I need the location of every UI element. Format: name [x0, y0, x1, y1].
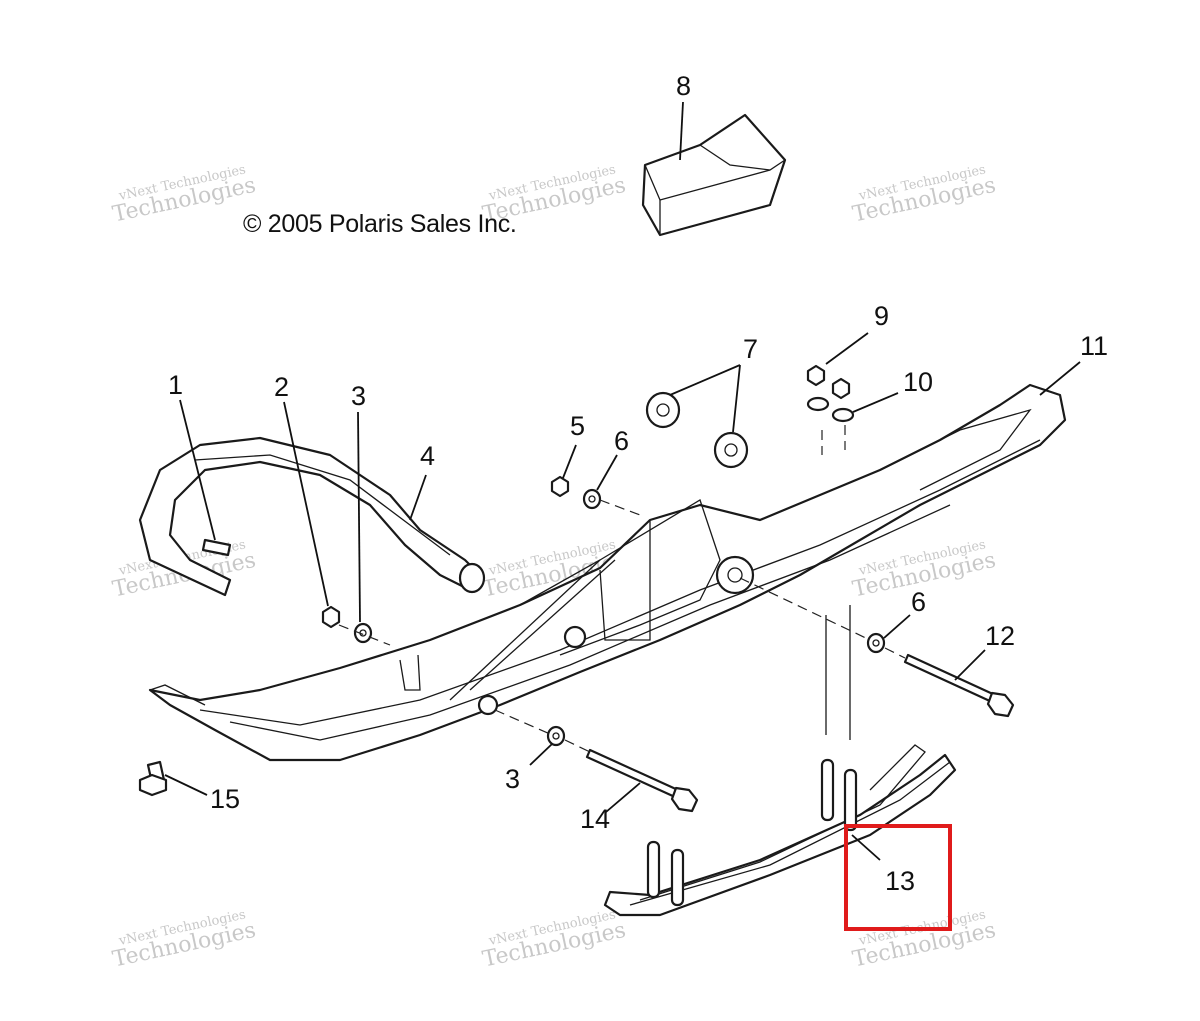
watermark-9: vNext Technologies Technologies — [850, 907, 998, 972]
callout-3-top: 3 — [351, 381, 366, 411]
callout-5: 5 — [570, 411, 585, 441]
watermark-7: vNext Technologies Technologies — [110, 907, 258, 972]
part-8-handle-block — [641, 113, 787, 237]
part-11-ski-body — [148, 383, 1067, 762]
part-3-washer-bottom — [546, 725, 566, 747]
part-12-bolt — [903, 653, 1015, 718]
callout-9: 9 — [874, 301, 889, 331]
callout-15: 15 — [210, 784, 240, 814]
part-15-bolt — [138, 760, 168, 797]
leader-lines — [164, 101, 1081, 861]
callout-6-right: 6 — [911, 587, 926, 617]
callout-3-bottom: 3 — [505, 764, 520, 794]
part-10-washers — [806, 396, 855, 423]
part-5-nut — [550, 475, 570, 498]
copyright-notice: © 2005 Polaris Sales Inc. — [243, 210, 517, 238]
part-9-nuts — [806, 364, 851, 400]
part-2-nut — [321, 605, 341, 629]
watermark-3: vNext Technologies Technologies — [850, 162, 998, 227]
watermark-1: vNext Technologies Technologies — [110, 162, 258, 227]
part-1-clip — [201, 538, 232, 557]
callout-13: 13 — [885, 866, 915, 896]
part-7-bushings — [645, 391, 749, 469]
callout-7: 7 — [743, 334, 758, 364]
part-13-carbide-runner — [603, 744, 957, 917]
callout-14: 14 — [580, 804, 610, 834]
callout-12: 12 — [985, 621, 1015, 651]
part-3-washer-top — [353, 622, 373, 644]
callout-4: 4 — [420, 441, 435, 471]
callout-8: 8 — [676, 71, 691, 101]
callout-10: 10 — [903, 367, 933, 397]
highlight-box-part-13[interactable] — [844, 824, 952, 931]
callout-2: 2 — [274, 372, 289, 402]
assembly-lines — [338, 425, 906, 753]
watermarks: vNext Technologies Technologies vNext Te… — [110, 162, 998, 972]
callout-1: 1 — [168, 370, 183, 400]
callouts: 1 2 3 3 4 5 6 6 7 8 9 10 11 12 13 14 15 — [168, 71, 1108, 896]
watermark-8: vNext Technologies Technologies — [480, 907, 628, 972]
part-6-washer-top — [582, 488, 602, 510]
part-6-washer-right — [866, 632, 886, 654]
part-14-bolt — [585, 748, 699, 813]
callout-11: 11 — [1080, 331, 1108, 361]
callout-6-top: 6 — [614, 426, 629, 456]
part-4-handlebar-loop — [138, 436, 486, 597]
